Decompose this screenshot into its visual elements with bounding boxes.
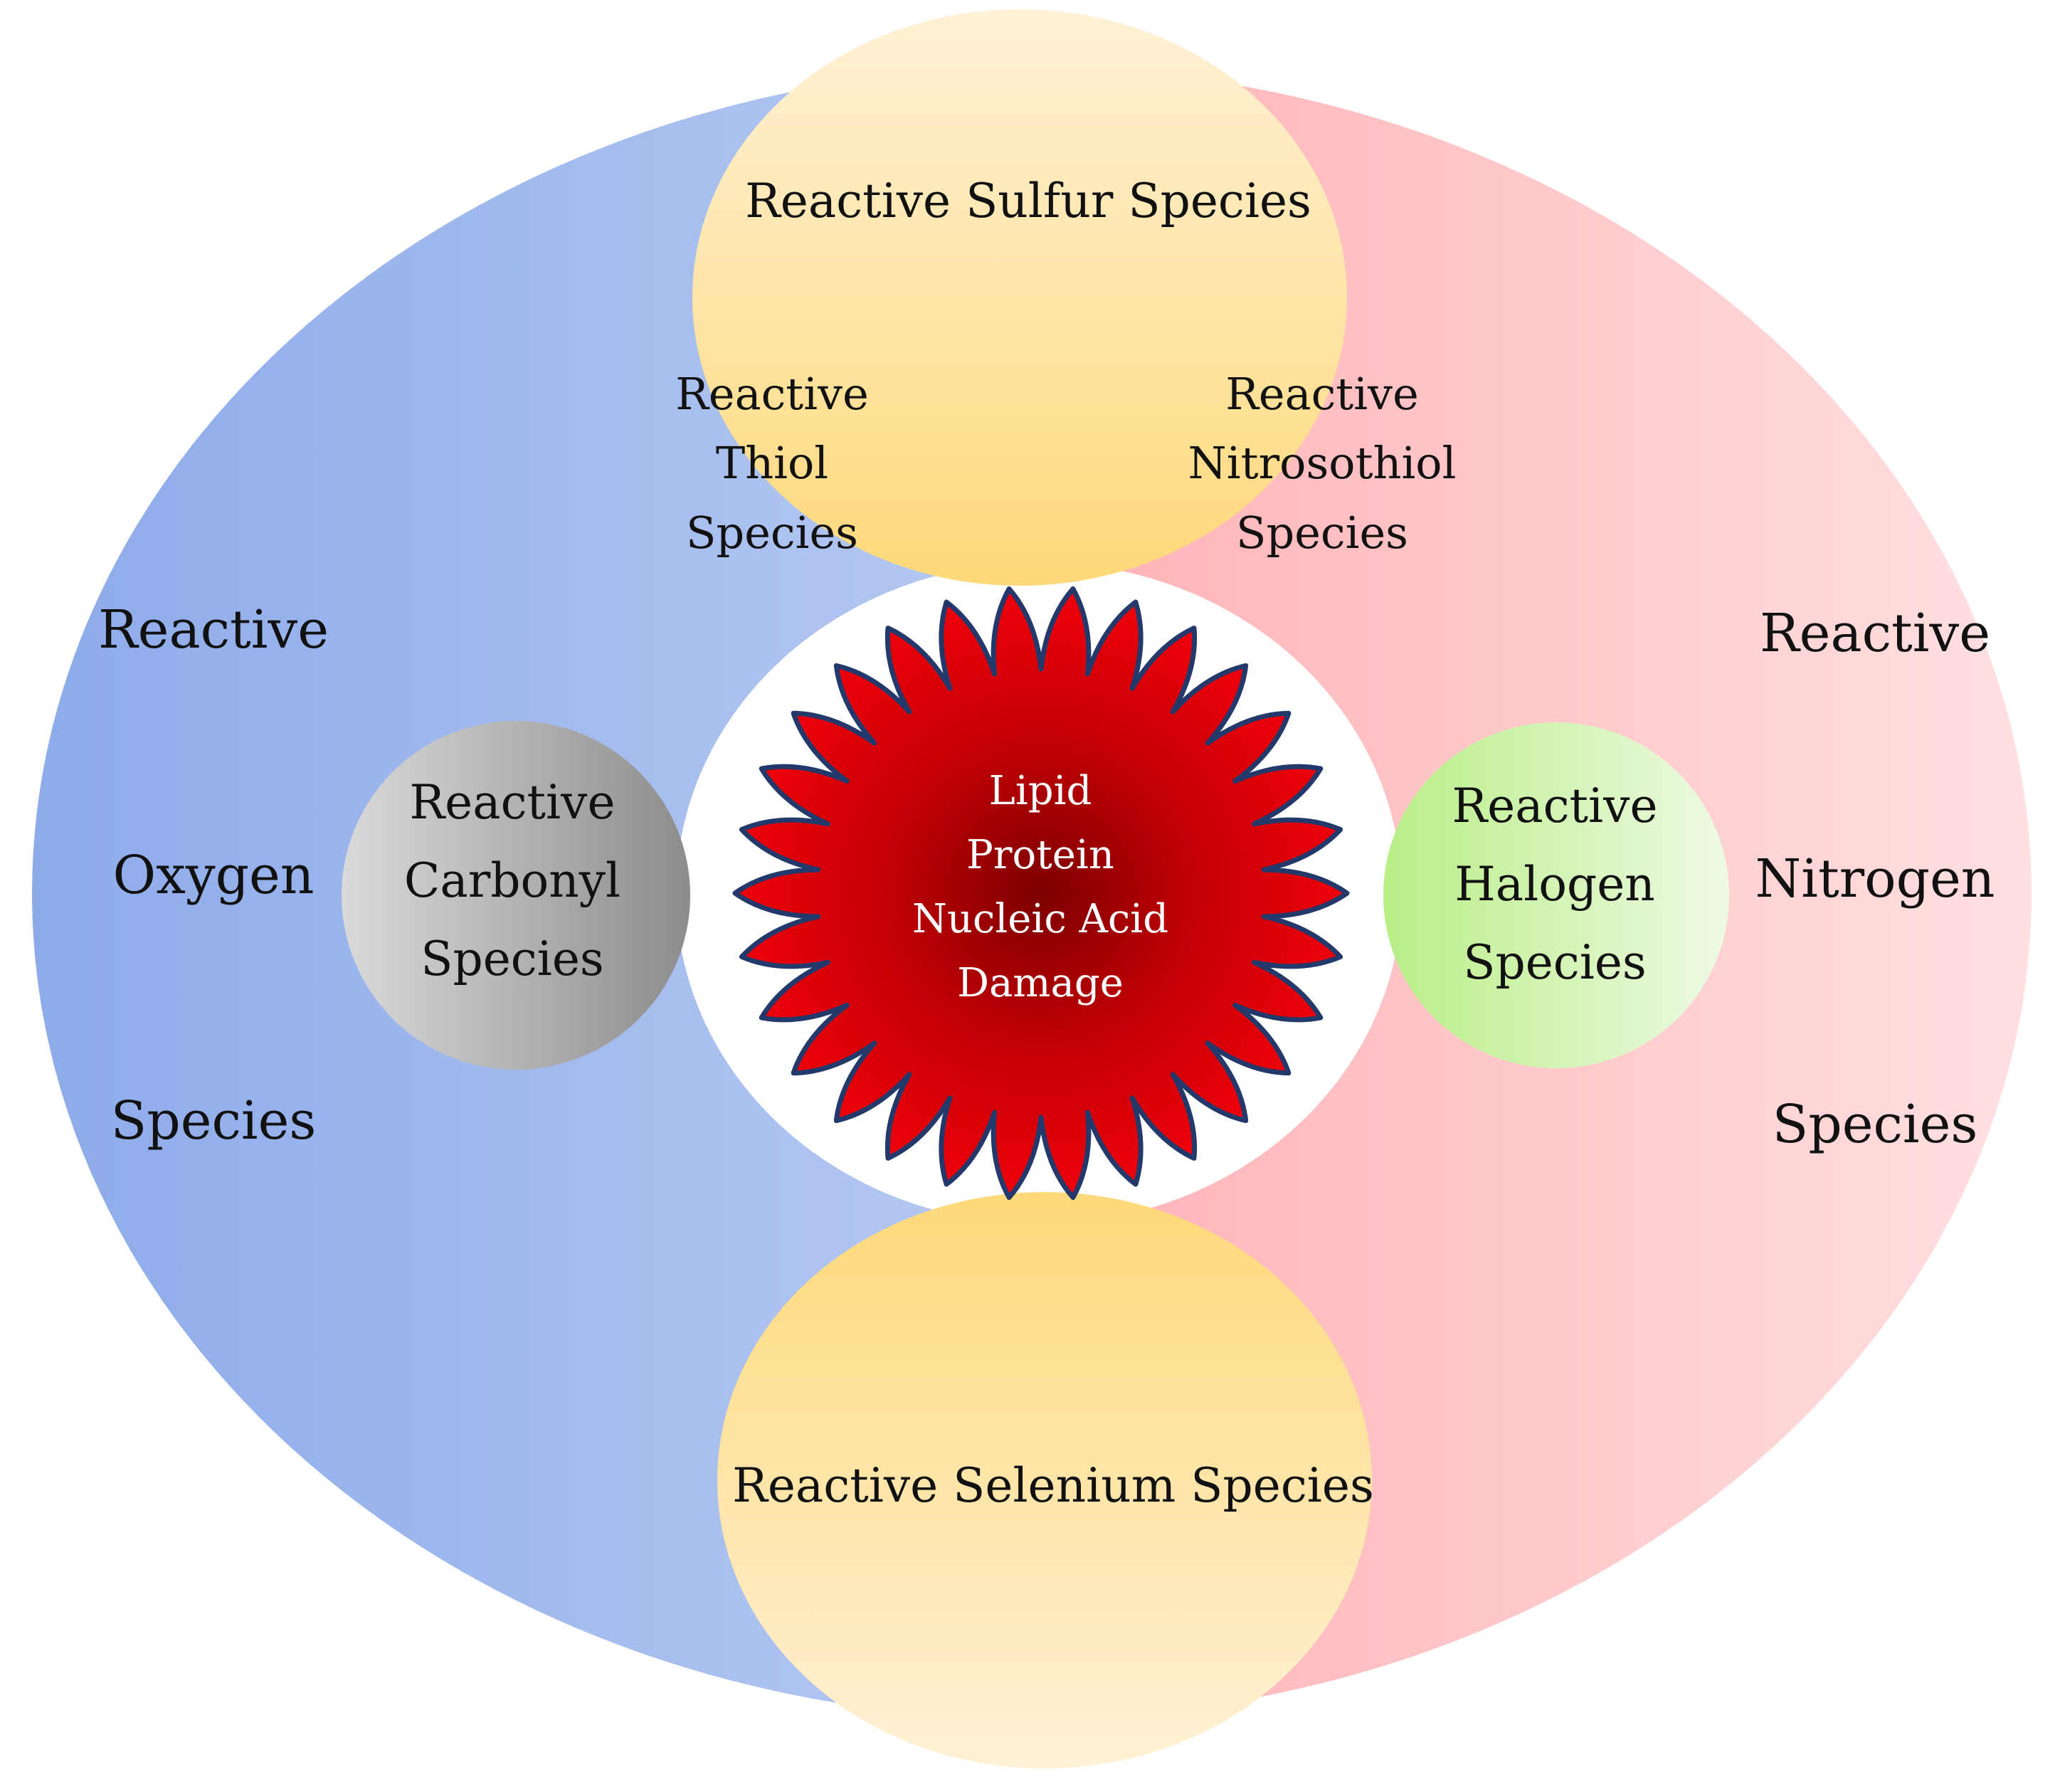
carbonyl-label-line3: Species: [421, 932, 604, 986]
oxygen-label-line1: Reactive: [98, 599, 329, 660]
nitrosothiol-label-line1: Reactive: [1225, 368, 1419, 420]
center-line-damage: Damage: [957, 960, 1124, 1006]
nitrogen-label-line3: Species: [1773, 1094, 1978, 1155]
carbonyl-circle: [342, 721, 690, 1070]
halogen-circle: [1383, 722, 1729, 1068]
halogen-label-line2: Halogen: [1454, 857, 1655, 912]
carbonyl-label-line2: Carbonyl: [404, 853, 620, 908]
halogen-label-line3: Species: [1463, 935, 1647, 990]
selenium-ellipse: [717, 1192, 1372, 1769]
oxygen-label-line3: Species: [111, 1090, 317, 1151]
oxygen-label-line2: Oxygen: [112, 845, 314, 906]
damage-starburst: [732, 586, 1350, 1201]
halogen-label-line1: Reactive: [1452, 779, 1657, 833]
thiol-label-line2: Thiol: [716, 437, 828, 489]
thiol-label-line1: Reactive: [675, 368, 869, 420]
carbonyl-label-line1: Reactive: [409, 775, 615, 830]
nitrogen-label-line1: Reactive: [1760, 603, 1990, 664]
selenium-label: Reactive Selenium Species: [732, 1458, 1374, 1513]
center-line-nucleic-acid: Nucleic Acid: [912, 896, 1168, 942]
nitrogen-label-line2: Nitrogen: [1755, 848, 1995, 910]
sulfur-ellipse: [692, 9, 1347, 586]
center-line-lipid: Lipid: [989, 768, 1092, 814]
sulfur-label: Reactive Sulfur Species: [745, 174, 1311, 228]
nitrosothiol-label-line3: Species: [1236, 507, 1408, 559]
center-line-protein: Protein: [966, 832, 1114, 878]
thiol-label-line3: Species: [686, 507, 858, 559]
nitrosothiol-label-line2: Nitrosothiol: [1188, 437, 1457, 489]
